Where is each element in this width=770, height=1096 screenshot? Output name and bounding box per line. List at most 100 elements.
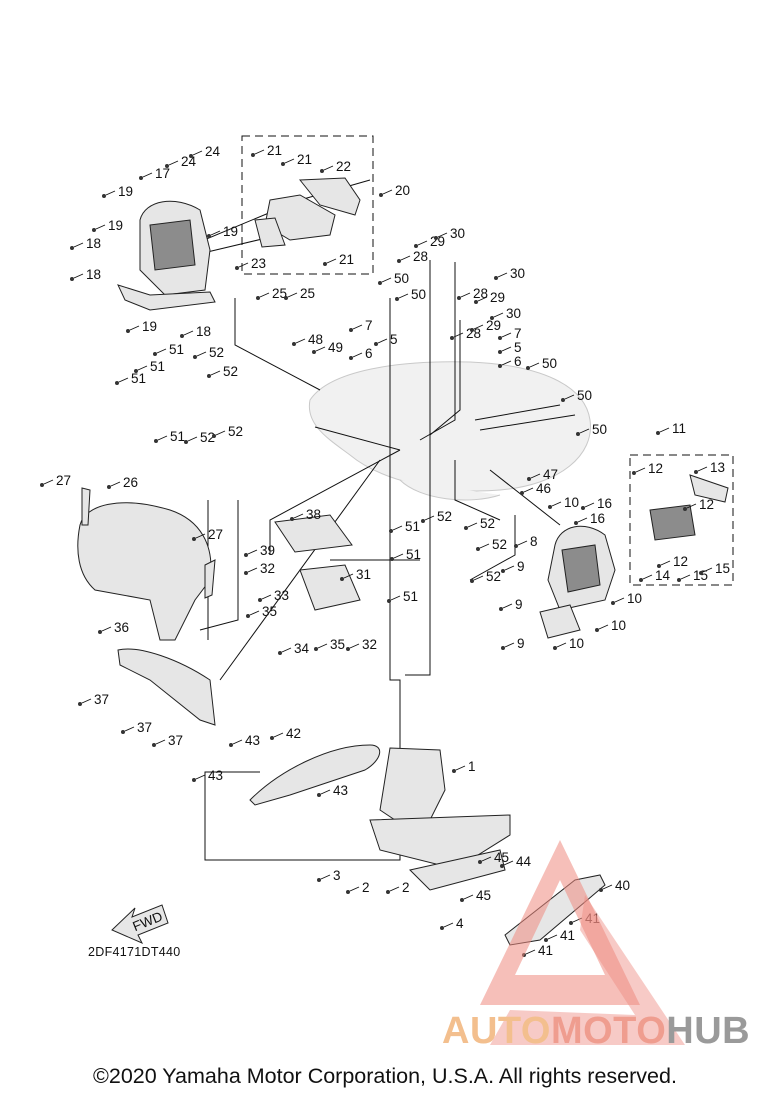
callout-15: 15: [715, 561, 730, 576]
leader-line: [481, 856, 492, 862]
fastener-marker: [256, 296, 260, 300]
leader-line: [473, 324, 484, 330]
fastener-marker: [251, 153, 255, 157]
fastener-marker: [320, 169, 324, 173]
fastener-marker: [189, 154, 193, 158]
fastener-marker: [561, 398, 565, 402]
callout-23: 23: [251, 256, 266, 271]
fastener-marker: [397, 259, 401, 263]
fastener-marker: [270, 736, 274, 740]
callout-6: 6: [514, 354, 522, 369]
brand-part-auto: AUTO: [442, 1010, 551, 1052]
leader-line: [315, 346, 326, 352]
fastener-marker: [78, 702, 82, 706]
fastener-marker: [490, 316, 494, 320]
seat-cowl-26: [77, 487, 216, 641]
callout-49: 49: [328, 340, 343, 355]
leader-line: [168, 160, 179, 166]
fastener-marker: [548, 505, 552, 509]
callout-52: 52: [486, 569, 501, 584]
callout-18: 18: [196, 324, 211, 339]
leader-line: [273, 732, 284, 738]
leader-line: [247, 567, 258, 573]
callout-52: 52: [492, 537, 507, 552]
leader-line: [460, 292, 471, 298]
bracket-31: [274, 514, 361, 611]
callout-10: 10: [564, 495, 579, 510]
leader-line: [377, 338, 388, 344]
leader-line: [697, 466, 708, 472]
fastener-marker: [657, 564, 661, 568]
fastener-marker: [317, 878, 321, 882]
fastener-marker: [478, 860, 482, 864]
callout-46: 46: [536, 481, 551, 496]
leader-line: [157, 435, 168, 441]
callout-24: 24: [205, 144, 221, 159]
fastener-marker: [389, 529, 393, 533]
callout-51: 51: [403, 589, 418, 604]
leader-line: [287, 292, 298, 298]
leader-line: [398, 293, 409, 299]
leader-line: [501, 332, 512, 338]
fastener-marker: [499, 607, 503, 611]
front-cowl-17: [117, 200, 216, 311]
fastener-marker: [246, 614, 250, 618]
leader-line: [564, 394, 575, 400]
fastener-marker: [107, 485, 111, 489]
leader-line: [702, 567, 713, 573]
leader-line: [400, 255, 411, 261]
leader-line: [473, 575, 484, 581]
fastener-marker: [40, 483, 44, 487]
callout-50: 50: [592, 422, 607, 437]
leader-line: [43, 479, 54, 485]
fastener-marker: [192, 537, 196, 541]
leader-line: [232, 739, 243, 745]
callout-45: 45: [476, 888, 491, 903]
fastener-marker: [70, 246, 74, 250]
leader-line: [467, 522, 478, 528]
leader-line: [142, 172, 153, 178]
fastener-marker: [595, 628, 599, 632]
callout-22: 22: [336, 159, 351, 174]
callout-52: 52: [209, 345, 224, 360]
fastener-marker: [184, 440, 188, 444]
fastener-marker: [387, 599, 391, 603]
callout-8: 8: [530, 534, 538, 549]
leader-line: [577, 517, 588, 523]
fender-42: [249, 744, 380, 806]
fastener-marker: [349, 356, 353, 360]
fastener-marker: [527, 477, 531, 481]
panel-36: [117, 648, 216, 726]
leader-line: [479, 543, 490, 549]
leader-line: [73, 242, 84, 248]
callout-29: 29: [430, 234, 445, 249]
leader-line: [195, 533, 206, 539]
fastener-marker: [312, 350, 316, 354]
callout-32: 32: [362, 637, 377, 652]
leader-line: [320, 789, 331, 795]
leader-line: [584, 502, 595, 508]
fastener-marker: [281, 162, 285, 166]
fastener-marker: [92, 228, 96, 232]
leader-line: [393, 553, 404, 559]
leader-line: [504, 642, 515, 648]
leader-line: [317, 643, 328, 649]
leader-line: [660, 560, 671, 566]
fastener-marker: [323, 262, 327, 266]
callout-28: 28: [413, 249, 428, 264]
leader-line: [343, 573, 354, 579]
callout-52: 52: [228, 424, 243, 439]
fastener-marker: [317, 793, 321, 797]
callout-14: 14: [655, 568, 671, 583]
callout-9: 9: [517, 636, 525, 651]
callout-16: 16: [597, 496, 612, 511]
fastener-marker: [126, 329, 130, 333]
leader-line: [215, 430, 226, 436]
fastener-marker: [193, 355, 197, 359]
callout-9: 9: [517, 559, 525, 574]
fastener-marker: [284, 296, 288, 300]
callout-18: 18: [86, 267, 101, 282]
callout-43: 43: [208, 768, 223, 783]
fastener-marker: [70, 277, 74, 281]
